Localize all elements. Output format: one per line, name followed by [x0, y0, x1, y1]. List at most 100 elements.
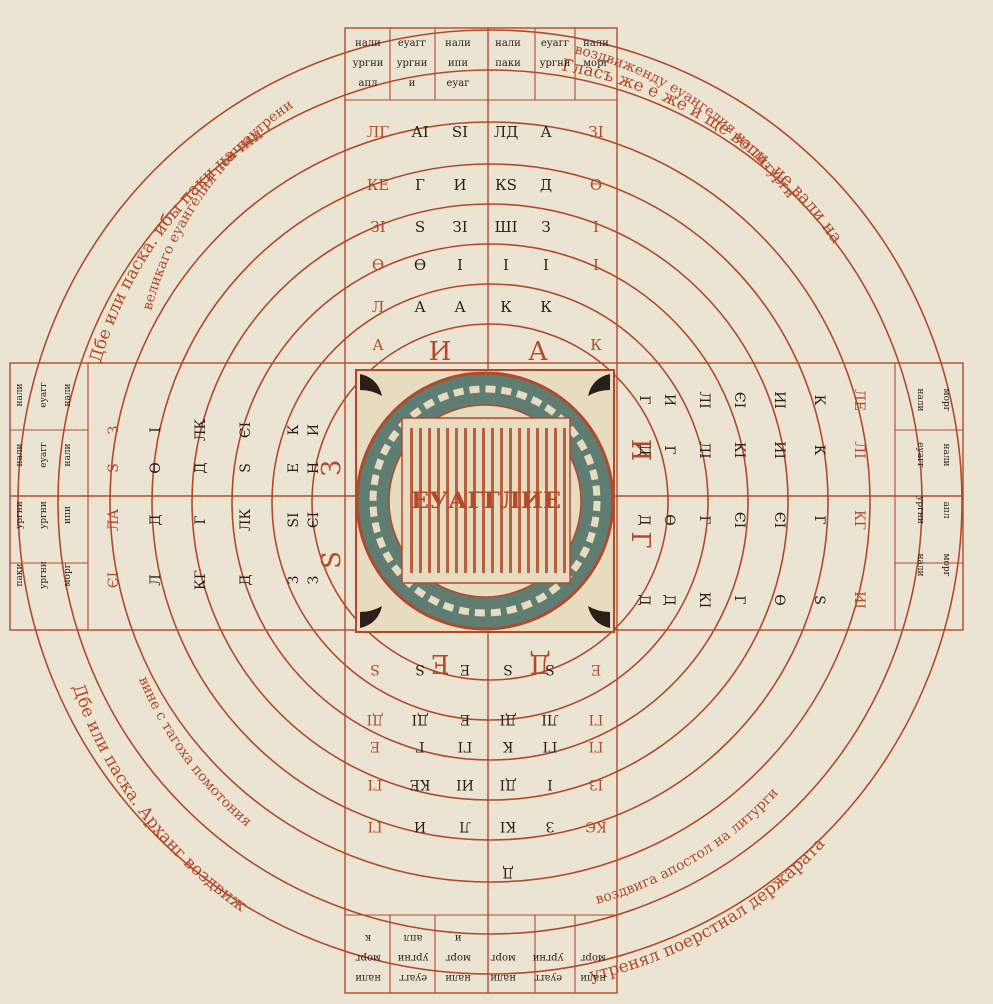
left-cell: ЅІ — [286, 512, 302, 527]
top-cell: Л — [372, 298, 385, 316]
bottom-cell: Ѕ — [503, 661, 513, 677]
ring-8 — [311, 323, 669, 681]
left-header-cell: паки — [15, 564, 25, 587]
bottom-cell: ДІ — [367, 711, 384, 727]
title-letter-stroke — [446, 428, 449, 573]
left-header-cell: нали — [15, 443, 25, 466]
right-header-cell: нали — [941, 443, 951, 466]
top-cell: ЗІ — [588, 123, 603, 141]
inner-top-letter: И — [429, 337, 452, 367]
bottom-cell: И — [414, 818, 426, 834]
top-header-cell: ургни — [397, 58, 428, 69]
bottom-cell: ІЗ — [589, 776, 603, 792]
ring-6 — [231, 243, 749, 761]
top-cell: Д — [540, 176, 552, 194]
ring-1 — [17, 29, 963, 975]
bottom-cell: ДІ — [500, 711, 517, 727]
right-cell: ЛІ — [696, 391, 712, 408]
right-cell: Д — [636, 444, 652, 455]
left-header-cell: морг — [63, 563, 73, 586]
left-header-cell: ипи — [63, 506, 73, 524]
left-cell: Н — [306, 462, 322, 474]
top-cell: Ѕ — [415, 218, 425, 236]
top-cell: КЕ — [367, 176, 390, 194]
right-cell: ЄІ — [771, 512, 787, 528]
title-letter-stroke — [500, 428, 503, 573]
bottom-cell: Ѕ — [545, 661, 555, 677]
top-header-cell: ургни — [540, 58, 571, 69]
inner-bottom-letter: Е — [431, 648, 450, 678]
right-cell: Д — [661, 594, 677, 605]
left-header-cell: нали — [15, 383, 25, 406]
bottom-header-cell: морг — [490, 952, 515, 963]
corner-ornaments — [360, 374, 610, 628]
right-cell: КІ — [696, 592, 712, 608]
top-cell: К — [540, 298, 552, 316]
inscription-bottom-inner-right: воздвига апостол на литурги — [594, 785, 782, 908]
left-cell: Ѕ — [106, 463, 122, 473]
left-header-cell: ургни — [39, 501, 49, 529]
left-cell: ЄІ — [238, 422, 254, 438]
top-header-cell: еуагг — [398, 38, 426, 49]
right-cell: КІ — [731, 442, 747, 458]
left-cell: Д — [193, 462, 209, 473]
title-letter-stroke — [563, 428, 566, 573]
right-cell: ИІ — [851, 591, 867, 609]
left-cell: З — [306, 576, 322, 585]
bottom-cell: ГІ — [368, 776, 383, 792]
right-cell: Ѳ — [771, 594, 787, 605]
right-header-cell: ургни — [915, 496, 925, 524]
inscription-top-outer-right: Гласъ же е же и ще вопи. ие вали на — [560, 56, 846, 248]
top-header-cell: апл — [359, 78, 378, 89]
top-cell: ЛД — [494, 123, 519, 141]
title-letter-bars — [410, 428, 566, 573]
top-cell: А — [454, 298, 466, 316]
ring-3 — [109, 121, 871, 883]
top-header-cell: ургни — [353, 58, 384, 69]
right-cell: Ѕ — [811, 595, 827, 605]
right-cell: ЄІ — [731, 512, 747, 528]
inner-top-letter: А — [528, 337, 548, 367]
left-cell: З — [106, 426, 122, 435]
title-letter-stroke — [554, 428, 557, 573]
bottom-header-cell: морг — [580, 952, 605, 963]
inner-right-letter: И — [625, 439, 655, 462]
title-letter-stroke — [491, 428, 494, 573]
bottom-cell: КІ — [500, 818, 516, 834]
right-cell: К — [811, 445, 827, 456]
bottom-header-cell: и — [454, 932, 461, 943]
bottom-cell: ГІ — [589, 711, 604, 727]
left-cell: Л — [148, 574, 164, 586]
bottom-cell: І — [547, 776, 553, 792]
right-header-cell: морг — [941, 554, 951, 577]
bottom-header-cell: нали — [445, 972, 471, 983]
top-cell: К — [590, 336, 602, 354]
title-letter-stroke — [455, 428, 458, 573]
top-cell: КЅ — [495, 176, 517, 194]
left-header-cell: нали — [63, 443, 73, 466]
left-header-cell: нали — [63, 383, 73, 406]
left-cell: ЄІ — [306, 512, 322, 528]
title-letter-stroke — [527, 428, 530, 573]
top-cell: ЅІ — [452, 123, 468, 141]
bottom-header-cell: нали — [355, 972, 381, 983]
bottom-header-cell: к — [364, 932, 371, 943]
left-header-cell: еуагг — [39, 442, 49, 468]
left-cell: И — [306, 424, 322, 436]
bottom-cell: КЄ — [585, 818, 607, 834]
bottom-cell: ГІ — [543, 738, 558, 754]
bottom-header-cell: апл — [404, 932, 423, 943]
top-cell: Г — [415, 176, 425, 194]
top-header-cell: нали — [445, 38, 471, 49]
top-header-cell: ипи — [448, 58, 468, 69]
bottom-cell: Д — [502, 864, 513, 880]
bottom-cell: ГІ — [589, 738, 604, 754]
bottom-cell: Е — [370, 738, 380, 754]
right-cell: ИІ — [771, 391, 787, 409]
inner-left-letter: Ѕ — [317, 551, 347, 569]
bottom-header-cell: еуагг — [399, 972, 427, 983]
top-cell: І — [593, 218, 599, 236]
